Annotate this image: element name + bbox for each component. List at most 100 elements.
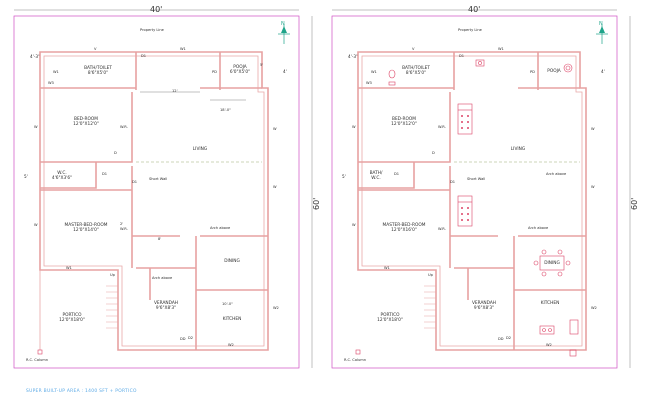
room-living: LIVING	[511, 146, 525, 152]
internal-wall-kitchen	[513, 235, 586, 350]
label-d1-wc: D1	[394, 172, 399, 176]
label-rc-column: R.C. Column	[26, 358, 48, 362]
label-dd: DD	[498, 337, 504, 341]
label-up: Up	[110, 273, 116, 277]
label-w2-right: W2	[591, 306, 597, 310]
floor-plan-left: 40' 60' Property Line N 4'-3" 4' 5'	[13, 5, 321, 394]
label-w-left2: W	[34, 223, 38, 227]
width-dimension: 40'	[150, 5, 162, 14]
internal-wall-wc	[40, 162, 97, 189]
room-kitchen: KITCHEN	[223, 316, 242, 322]
label-dim-2: 2'	[120, 222, 123, 226]
internal-wall-bedroom	[358, 92, 451, 268]
outer-wall-inner	[361, 55, 583, 347]
depth-dimension: 60'	[630, 198, 639, 210]
toilet-icon	[388, 69, 396, 86]
dim-top-right: 4'	[601, 69, 605, 74]
label-v: V	[412, 47, 415, 51]
label-d: D	[114, 151, 117, 155]
width-dimension: 40'	[468, 5, 480, 14]
label-w1-bottom: W1	[384, 266, 390, 270]
label-arch1: Arch above	[210, 226, 231, 230]
label-w-left1: W	[34, 125, 38, 129]
property-line-label: Property Line	[140, 28, 165, 32]
label-dim-18: 18'-0"	[220, 108, 231, 112]
label-d1-wc: D1	[102, 172, 107, 176]
label-w2-right: W2	[273, 306, 279, 310]
label-arch2: Arch above	[152, 276, 173, 280]
label-short-wall: Short Wall	[149, 177, 167, 181]
label-pd: PD	[212, 70, 217, 74]
label-up: Up	[428, 273, 434, 277]
label-rc-column: R.C. Column	[344, 358, 366, 362]
depth-dimension: 60'	[312, 198, 321, 210]
label-arch1: Arch above	[528, 226, 549, 230]
north-arrow-icon	[596, 24, 608, 44]
property-line-boundary	[13, 15, 300, 369]
dim-top-left: 4'-3"	[30, 54, 40, 59]
washbasin-icon	[475, 59, 485, 67]
internal-wall-top	[358, 52, 580, 90]
dim-top-right: 4'	[283, 69, 287, 74]
label-w-left2: W	[352, 223, 356, 227]
room-wc: BATH/W.C.	[370, 170, 383, 181]
label-d2: D2	[506, 336, 511, 340]
label-w-right2: W	[273, 185, 277, 189]
outer-wall	[39, 51, 269, 351]
bed-icon	[457, 103, 473, 135]
dining-table-icon	[533, 249, 571, 277]
label-wr2: W.R.	[120, 227, 128, 231]
dim-left-mid: 5'	[24, 174, 28, 179]
rc-column-marker	[355, 349, 577, 357]
pooja-deity-icon	[563, 63, 573, 73]
label-pd: PD	[530, 70, 535, 74]
dim-left-mid: 5'	[342, 174, 346, 179]
bed-icon	[457, 195, 473, 227]
label-d1-top: D1	[141, 54, 146, 58]
label-d2: D2	[188, 336, 193, 340]
label-dd: DD	[180, 337, 186, 341]
room-dining: DINING	[224, 258, 240, 264]
label-w3: W3	[366, 81, 372, 85]
label-d1-top: D1	[459, 54, 464, 58]
label-w-right1: W	[273, 127, 277, 131]
rc-column-marker	[37, 349, 43, 355]
property-line-boundary	[331, 15, 618, 369]
label-dim-10: 10'-0"	[222, 302, 233, 306]
label-w-right2: W	[591, 185, 595, 189]
property-line-label: Property Line	[458, 28, 483, 32]
floor-plan-right: 40' 60' Property Line N 4'-3" 4' 5'	[331, 5, 639, 369]
label-d: D	[432, 151, 435, 155]
internal-wall-top	[40, 52, 262, 90]
room-wc: W.C.4'6"X3'6"	[52, 170, 72, 181]
outer-wall	[357, 51, 587, 351]
internal-wall-bedroom	[40, 92, 133, 268]
label-w-right1: W	[591, 127, 595, 131]
label-d1-master: D1	[450, 180, 455, 184]
room-dining: DINING	[544, 260, 560, 266]
label-dim-8: 8'	[158, 237, 161, 241]
label-w1-left: W1	[371, 70, 377, 74]
internal-wall-verandah	[136, 267, 196, 300]
label-w1-left: W1	[53, 70, 59, 74]
label-w1-top: W1	[180, 47, 186, 51]
room-kitchen: KITCHEN	[541, 300, 560, 306]
label-d1-master: D1	[132, 180, 137, 184]
room-living: LIVING	[193, 146, 207, 152]
label-arch2: Arch above	[546, 172, 567, 176]
label-w-left1: W	[352, 125, 356, 129]
label-wr1: W.R.	[438, 125, 446, 129]
label-short-wall: Short Wall	[467, 177, 485, 181]
label-w2-bottom: W2	[546, 343, 552, 347]
